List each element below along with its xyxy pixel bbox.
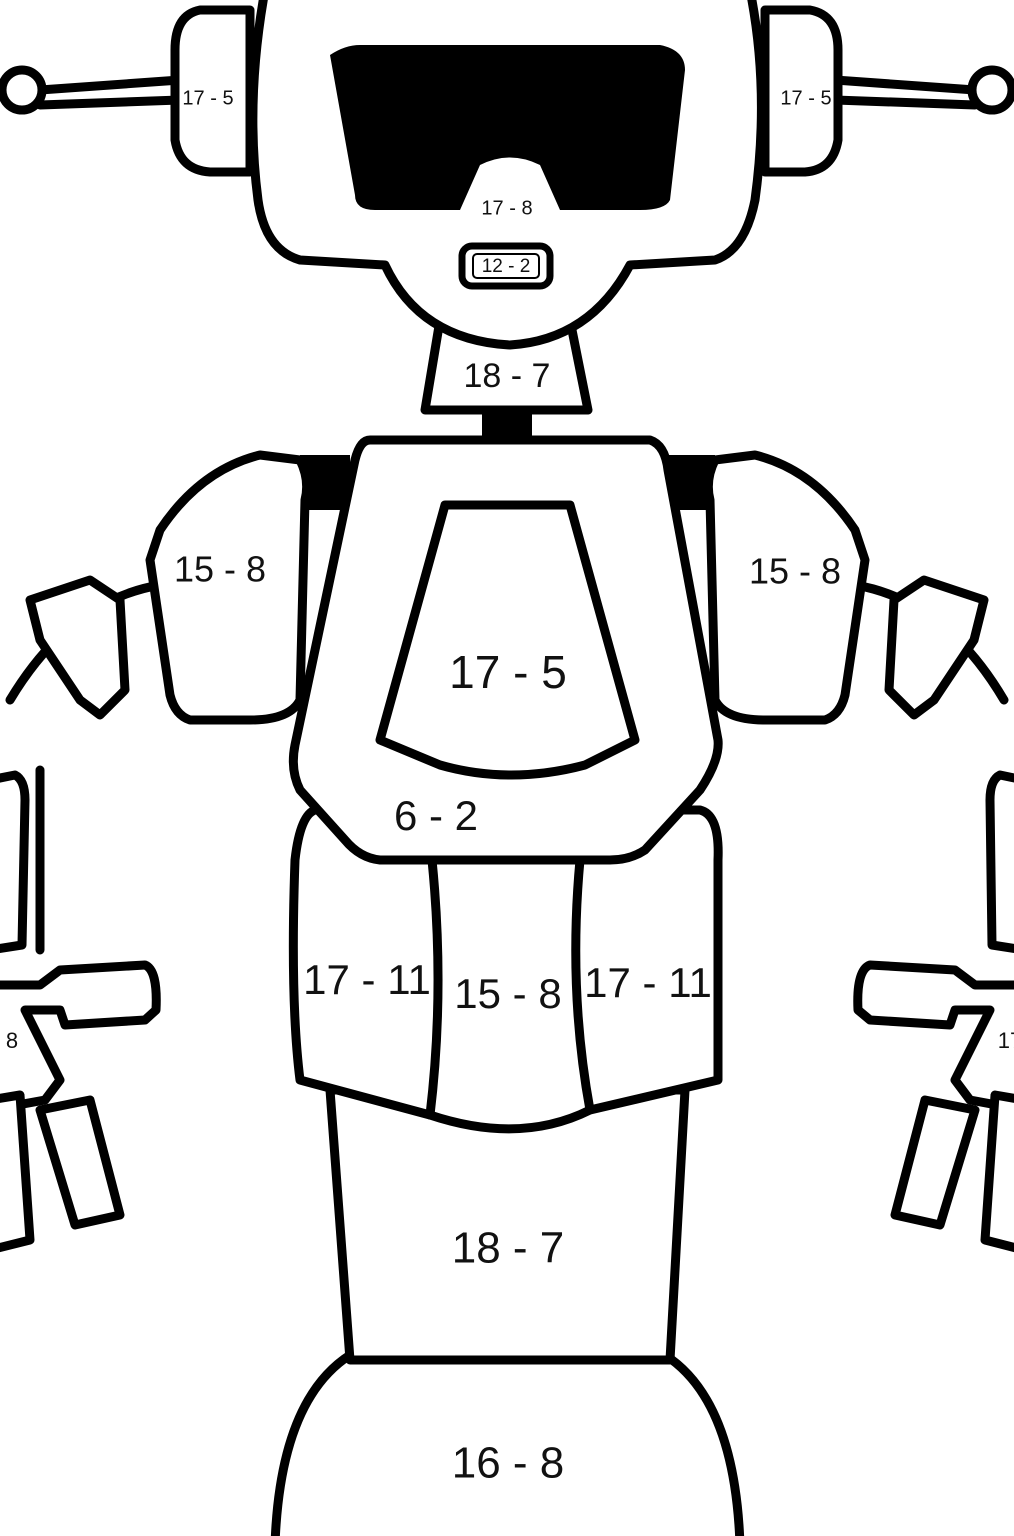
forearm-left: [0, 770, 30, 953]
antenna-left: [0, 65, 185, 115]
ear-left: [170, 5, 255, 177]
hand-right: [853, 960, 1014, 1113]
label-belly-center: 15 - 8: [454, 970, 561, 1017]
hand-left: [0, 960, 161, 1113]
chest-panel: [375, 500, 640, 780]
mouth: [458, 242, 554, 290]
label-ear-left: 17 - 5: [182, 87, 233, 109]
label-shoulder-left: 15 - 8: [174, 549, 266, 590]
ear-right: [760, 5, 843, 177]
shoulder-right: [703, 450, 870, 725]
antenna-right: [830, 65, 1014, 115]
label-face: 17 - 8: [481, 197, 532, 219]
label-hand-right: 17: [998, 1028, 1014, 1053]
elbow-right: [884, 575, 989, 720]
label-mouth: 12 - 2: [482, 256, 531, 277]
label-neck: 18 - 7: [464, 357, 551, 395]
label-chest-panel: 17 - 5: [449, 646, 567, 698]
label-belly-right: 17 - 11: [584, 959, 712, 1006]
label-chest: 6 - 2: [394, 792, 478, 839]
elbow-left: [25, 575, 130, 720]
label-shoulder-right: 15 - 8: [749, 551, 841, 592]
label-hips: 18 - 7: [452, 1224, 565, 1273]
forearm-right: [985, 770, 1014, 953]
label-ear-right: 17 - 5: [780, 87, 831, 109]
label-hand-left: 8: [6, 1028, 18, 1053]
label-legs: 16 - 8: [452, 1439, 565, 1488]
label-belly-left: 17 - 11: [303, 956, 431, 1003]
sunglasses: [330, 45, 685, 210]
shoulder-left: [145, 450, 312, 725]
